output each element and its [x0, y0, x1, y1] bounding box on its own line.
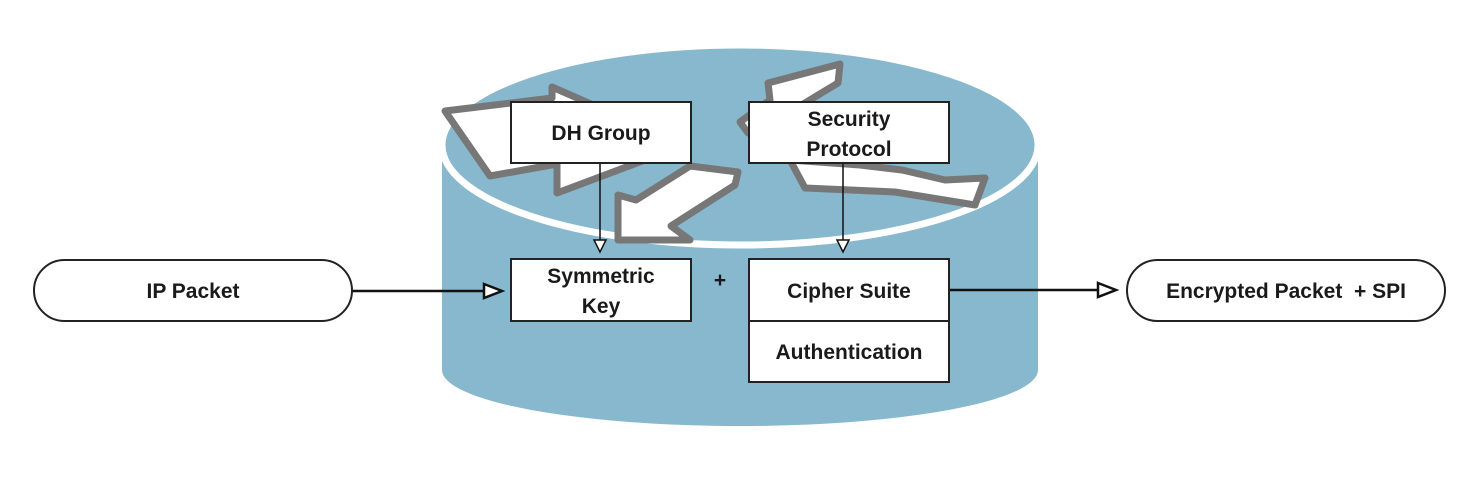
flow-arrows: [352, 281, 1120, 300]
security-protocol-box: [748, 101, 950, 164]
encrypted-packet-shape: [1126, 259, 1446, 322]
symmetric-key-label-line2: Key: [582, 295, 621, 318]
authentication-node: Authentication: [748, 320, 950, 383]
security-protocol-label-line1: Security: [808, 108, 891, 131]
connectors: [592, 163, 851, 254]
big-arrow-down-left: [614, 162, 742, 244]
ip-packet-shape: [33, 259, 353, 322]
encrypted-packet-node: Encrypted Packet + SPI: [1126, 259, 1446, 322]
security-protocol-node: Security Protocol: [748, 101, 950, 164]
symmetric-key-node: Symmetric Key: [510, 258, 692, 322]
dh-group-box: [510, 101, 692, 164]
ip-packet-label: IP Packet: [146, 280, 239, 303]
flow-arrow-ip-to-key-head: [482, 282, 506, 300]
cipher-suite-label: Cipher Suite: [787, 280, 911, 303]
cipher-suite-node: Cipher Suite: [748, 258, 950, 322]
symmetric-key-label-line1: Symmetric: [547, 265, 655, 288]
authentication-box: [748, 320, 950, 383]
symmetric-key-box: [510, 258, 692, 322]
connector-dh-to-key-head: [592, 239, 608, 254]
cipher-suite-box: [748, 258, 950, 322]
dh-group-node: DH Group: [510, 101, 692, 164]
plus-sign: +: [714, 269, 726, 292]
encrypted-packet-label: Encrypted Packet + SPI: [1166, 280, 1406, 303]
authentication-label: Authentication: [776, 341, 923, 364]
connector-protocol-to-cipher-head: [835, 239, 851, 254]
dh-group-label: DH Group: [551, 122, 650, 145]
flow-arrow-cipher-to-output-head: [1096, 281, 1120, 299]
ip-packet-node: IP Packet: [33, 259, 353, 322]
security-protocol-label-line2: Protocol: [806, 138, 891, 161]
